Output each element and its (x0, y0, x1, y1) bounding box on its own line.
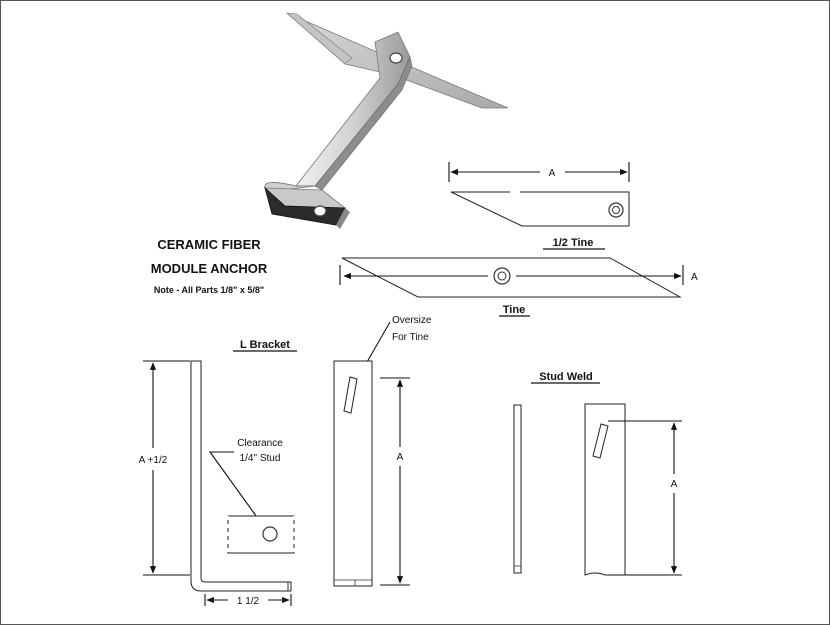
label-tine: Tine (503, 304, 525, 316)
label-oversize-1: Oversize (392, 315, 432, 326)
note-text: Note - All Parts 1/8" x 5/8" (154, 285, 264, 295)
label-l-bracket: L Bracket (240, 339, 290, 351)
hole-3d-foot (313, 205, 327, 217)
half-tine-drawing: A 1/2 Tine (448, 162, 630, 250)
half-tine-part (450, 191, 630, 227)
bracket-side-drawing: Oversize For Tine A (333, 315, 432, 587)
stud-weld-slot (592, 423, 609, 459)
hole-3d-top (389, 52, 403, 64)
stud-weld-drawing: Stud Weld A (513, 371, 682, 576)
tine-drawing: A Tine (339, 257, 698, 317)
label-oversize-2: For Tine (392, 332, 429, 343)
tine-slot (343, 376, 358, 414)
title-line-1: CERAMIC FIBER (157, 237, 261, 252)
title-line-2: MODULE ANCHOR (151, 261, 268, 276)
clearance-detail-part (227, 515, 295, 554)
dim-a-half-tine: A (549, 168, 556, 179)
label-stud-weld: Stud Weld (539, 371, 593, 383)
dim-one-and-half: 1 1/2 (237, 596, 260, 607)
stud-hole (262, 526, 278, 542)
dim-a-bracket-side: A (397, 452, 404, 463)
anchor-3d-illustration (263, 12, 509, 229)
label-half-tine: 1/2 Tine (553, 237, 594, 249)
l-bracket-drawing: L Bracket A +1/2 1 1/2 Clearance 1/4" St… (139, 339, 297, 607)
stud-weld-edge-part (513, 404, 522, 574)
tine-part (341, 257, 682, 298)
dim-a-stud-weld: A (671, 479, 678, 490)
dim-a-tine: A (691, 272, 698, 283)
dim-a-plus-half: A +1/2 (139, 455, 168, 466)
l-bracket-part (190, 360, 292, 592)
label-clearance-1: Clearance (237, 438, 283, 449)
label-clearance-2: 1/4" Stud (240, 453, 281, 464)
